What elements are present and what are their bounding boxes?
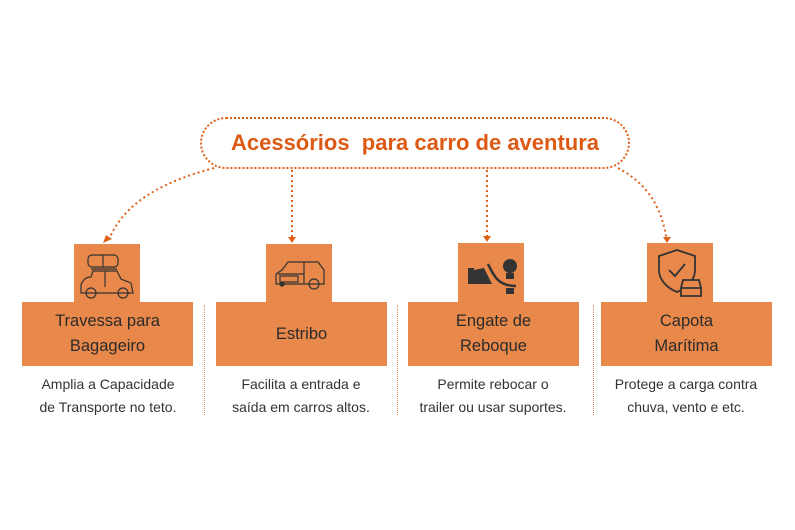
item-label-box-3: Engate de Reboque: [408, 302, 579, 366]
desc-line1: Amplia a Capacidade: [41, 376, 175, 392]
desc-line2: trailer ou usar suportes.: [419, 399, 567, 415]
item-label-line1: Engate de: [455, 312, 532, 330]
item-description-2: Facilita a entrada e saída em carros alto…: [201, 373, 401, 419]
desc-line2: chuva, vento e etc.: [627, 399, 745, 415]
item-description-4: Protege a carga contra chuva, vento e etc…: [586, 373, 786, 419]
desc-line1: Protege a carga contra: [614, 376, 758, 392]
title-pill: Acessórios para carro de aventura: [200, 117, 630, 169]
item-label-line1: Capota: [659, 312, 714, 330]
item-label-line1: Estribo: [275, 324, 328, 343]
desc-line2: de Transporte no teto.: [39, 399, 177, 415]
icon-box-1: [74, 244, 140, 303]
arrow-to-item-4: [617, 167, 668, 242]
separator: [397, 305, 398, 415]
icon-box-4: [647, 243, 713, 302]
diagram-title: Acessórios para carro de aventura: [230, 130, 600, 155]
item-label-line1: Travessa para: [55, 312, 160, 330]
tow-hitch-icon: [468, 258, 517, 294]
icon-box-2: [266, 244, 332, 303]
arrow-to-item-1: [107, 167, 215, 243]
suv-icon: [275, 260, 325, 290]
separator: [593, 305, 594, 415]
item-description-1: Amplia a Capacidade de Transporte no teto…: [8, 373, 208, 419]
separator: [204, 305, 205, 415]
item-label-line2: Bagageiro: [69, 337, 146, 355]
desc-line1: Facilita a entrada e: [241, 376, 361, 392]
desc-line2: saída em carros altos.: [232, 399, 370, 415]
desc-line1: Permite rebocar o: [437, 376, 549, 392]
item-label-line2: Marítima: [654, 337, 719, 355]
item-label-line2: Reboque: [460, 337, 527, 355]
shield-car-icon: [658, 248, 702, 297]
icon-box-3: [458, 243, 524, 302]
item-label-box-2: Estribo: [216, 302, 387, 366]
item-description-3: Permite rebocar o trailer ou usar suporte…: [393, 373, 593, 419]
car-roof-rack-icon: [80, 253, 134, 299]
